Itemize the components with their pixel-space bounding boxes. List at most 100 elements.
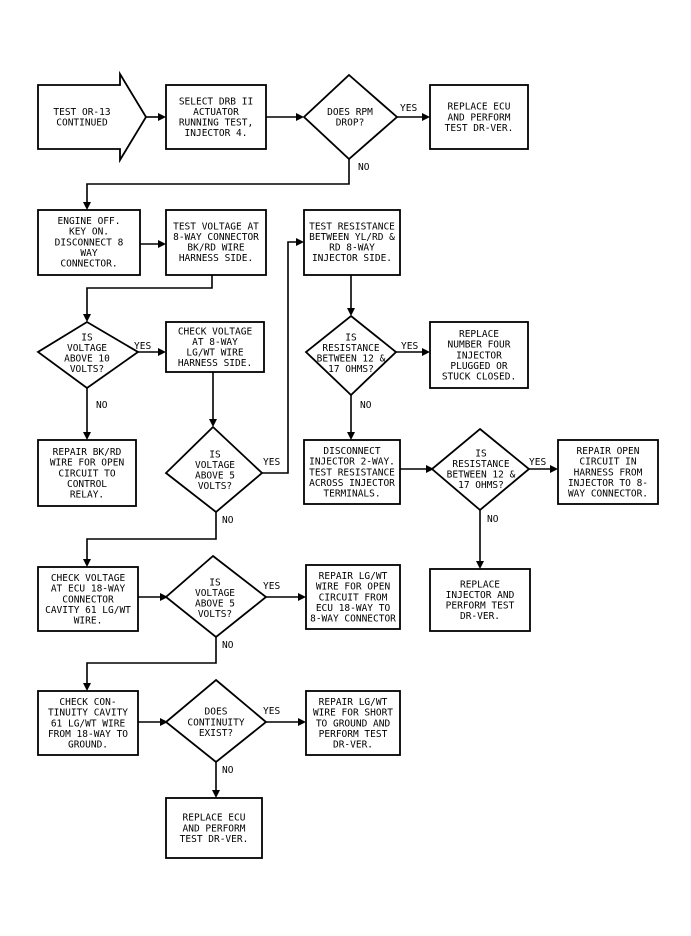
node-text-line: HARNESS FROM	[574, 467, 643, 478]
continuity-exist-decision	[164, 678, 268, 764]
repair-bkrd-box	[37, 439, 137, 507]
node-text-line: CIRCUIT TO	[58, 468, 115, 479]
node-text-line: CONTINUED	[56, 118, 108, 129]
node-text-line: GROUND.	[68, 740, 108, 751]
node-text-line: TEST DR-VER.	[180, 834, 249, 845]
node-text-line: 17 OHMS?	[328, 364, 374, 375]
node-text-line: AND PERFORM	[183, 823, 246, 834]
voltage-above-5-decision-a	[164, 425, 264, 514]
node-text-line: REPLACE	[459, 329, 499, 340]
node-text-line: TERMINALS.	[323, 489, 380, 500]
node-text-line: DR-VER.	[333, 740, 373, 751]
node-text-line: REPAIR LG/WT	[319, 571, 388, 582]
node-text-line: TEST RESISTANCE	[309, 467, 395, 478]
voltage-above-5-decision-b	[164, 554, 268, 639]
node-text-line: INJECTOR	[456, 350, 502, 361]
yes-label: YES	[263, 581, 280, 592]
no-label: NO	[222, 765, 234, 776]
test-resistance-yl-box	[303, 209, 401, 276]
node-text-line: DOES RPM	[327, 107, 373, 118]
node-text-line: RESISTANCE	[452, 459, 509, 470]
voltage-above-10-decision	[36, 320, 140, 390]
node-text-line: PLUGGED OR	[450, 361, 507, 372]
node-text-line: REPAIR OPEN	[577, 446, 640, 457]
node-text-line: AT ECU 18-WAY	[51, 584, 126, 595]
resistance-12-17-decision-a	[304, 314, 398, 397]
node-text-line: DR-VER.	[460, 611, 500, 622]
replace-injector-four-box	[429, 321, 529, 389]
node-text-line: RD 8-WAY	[329, 243, 375, 254]
node-text-line: REPLACE ECU	[183, 813, 246, 824]
node-text-line: TINUITY CAVITY	[48, 708, 128, 719]
no-label: NO	[358, 162, 370, 173]
node-text-line: CHECK CON-	[59, 697, 116, 708]
node-text-line: CHECK VOLTAGE	[51, 573, 126, 584]
shapes	[36, 70, 659, 859]
node-text-line: ABOVE 5	[195, 599, 235, 610]
node-text-line: BETWEEN 12 &	[447, 470, 516, 481]
node-text-line: INJECTOR SIDE.	[312, 253, 392, 264]
node-text-line: VOLTAGE	[195, 588, 235, 599]
repair-open-harness-box	[557, 439, 659, 505]
node-text-line: DOES	[205, 707, 228, 718]
node-text-line: ECU 18-WAY TO	[316, 603, 391, 614]
node-text-line: IS	[81, 332, 93, 343]
node-text-line: KEY ON.	[69, 227, 109, 238]
node-text-line: BETWEEN 12 &	[317, 354, 386, 365]
resistance-12-17-decision-b	[430, 427, 531, 512]
node-text-line: AND PERFORM	[448, 112, 511, 123]
node-text-line: CHECK VOLTAGE	[178, 326, 253, 337]
node-text-line: HARNESS SIDE.	[179, 253, 253, 264]
node-text-line: WIRE FOR OPEN	[316, 582, 391, 593]
arrowheads	[83, 113, 558, 798]
node-text-line: CAVITY 61 LG/WT	[45, 605, 131, 616]
node-text-line: INJECTOR 4.	[185, 128, 248, 139]
node-text-line: NUMBER FOUR	[448, 340, 511, 351]
node-text-line: TEST RESISTANCE	[309, 221, 395, 232]
check-voltage-lg-box	[165, 321, 265, 373]
node-text-line: TO GROUND AND	[316, 718, 391, 729]
node-text-line: WAY	[80, 248, 97, 259]
node-text-line: REPLACE	[460, 579, 500, 590]
node-text-line: ACROSS INJECTOR	[309, 478, 395, 489]
node-text-line: TEST VOLTAGE AT	[173, 221, 259, 232]
node-text-line: RESISTANCE	[322, 343, 379, 354]
no-label: NO	[487, 514, 499, 525]
node-text-line: 17 OHMS?	[458, 480, 504, 491]
replace-ecu-box-1	[429, 84, 529, 150]
node-text-line: STUCK CLOSED.	[442, 372, 516, 383]
node-text-line: BK/RD WIRE	[187, 243, 244, 254]
repair-lgwt-open-box	[305, 564, 401, 630]
node-text-line: INJECTOR TO 8-	[568, 478, 648, 489]
branch-labels: YES NO YES NO YES NO YES NO YES NO YES N…	[96, 103, 546, 776]
replace-ecu-box-2	[165, 797, 263, 859]
node-text-line: WIRE.	[74, 616, 103, 627]
node-text-line: ABOVE 5	[195, 471, 235, 482]
no-label: NO	[222, 640, 234, 651]
node-text-line: TEST DR-VER.	[445, 123, 514, 134]
node-text-line: IS	[475, 448, 487, 459]
engine-off-box	[37, 209, 141, 276]
yes-label: YES	[263, 457, 280, 468]
node-text-line: CONTROL	[67, 479, 107, 490]
no-label: NO	[222, 515, 234, 526]
node-text-line: BETWEEN YL/RD &	[309, 232, 395, 243]
node-text-line: CONTINUITY	[187, 717, 244, 728]
node-text-line: ACTUATOR	[193, 107, 239, 118]
